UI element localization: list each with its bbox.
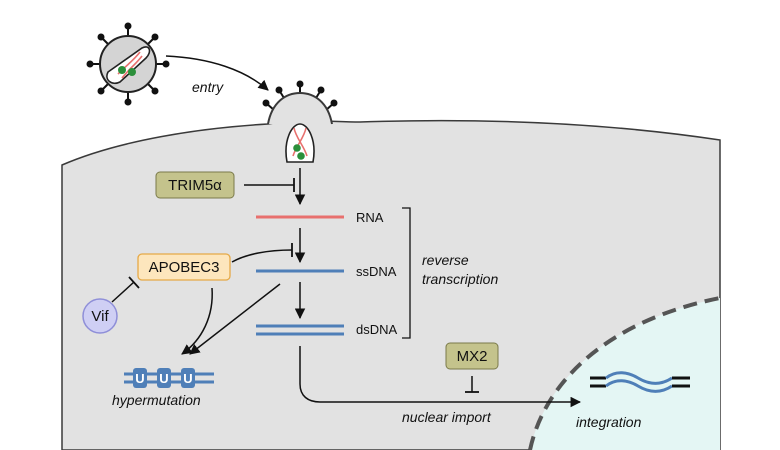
trim5a-label: TRIM5α — [168, 177, 222, 194]
integration-label: integration — [576, 414, 642, 430]
free-virion — [86, 22, 170, 106]
nuclear-import-arrow — [299, 346, 582, 408]
reverse-transcription-label-1: reverse — [422, 252, 469, 268]
entering-virion — [262, 80, 338, 163]
vif-label: Vif — [91, 308, 109, 325]
ssdna-to-hypermutation-arrow — [189, 283, 281, 355]
hypermutated-dna: U U U — [124, 368, 214, 388]
reverse-transcription-label-2: transcription — [422, 271, 498, 287]
mx2-label: MX2 — [457, 348, 488, 365]
mx2-box — [445, 342, 499, 370]
rna-label: RNA — [356, 210, 384, 225]
svg-text:U: U — [159, 371, 168, 386]
apobec3-inhibition — [231, 249, 293, 263]
reverse-transcription-bracket — [402, 207, 411, 339]
entry-label: entry — [192, 79, 224, 95]
integrated-dna — [590, 371, 690, 393]
ssdna-label: ssDNA — [356, 264, 397, 279]
apobec3-box — [137, 253, 231, 281]
svg-text:U: U — [183, 371, 192, 386]
vif-inhibition — [111, 281, 135, 303]
hypermutation-label: hypermutation — [112, 392, 201, 408]
dsdna-label: dsDNA — [356, 322, 398, 337]
apobec3-label: APOBEC3 — [149, 259, 220, 276]
apobec3-to-hypermutation-arrow — [181, 287, 213, 355]
vif-circle — [82, 298, 118, 334]
entry-arrow — [165, 55, 269, 91]
trim5a-box — [155, 171, 235, 199]
host-cell — [61, 119, 721, 450]
svg-text:U: U — [135, 371, 144, 386]
nuclear-import-label: nuclear import — [402, 409, 492, 425]
